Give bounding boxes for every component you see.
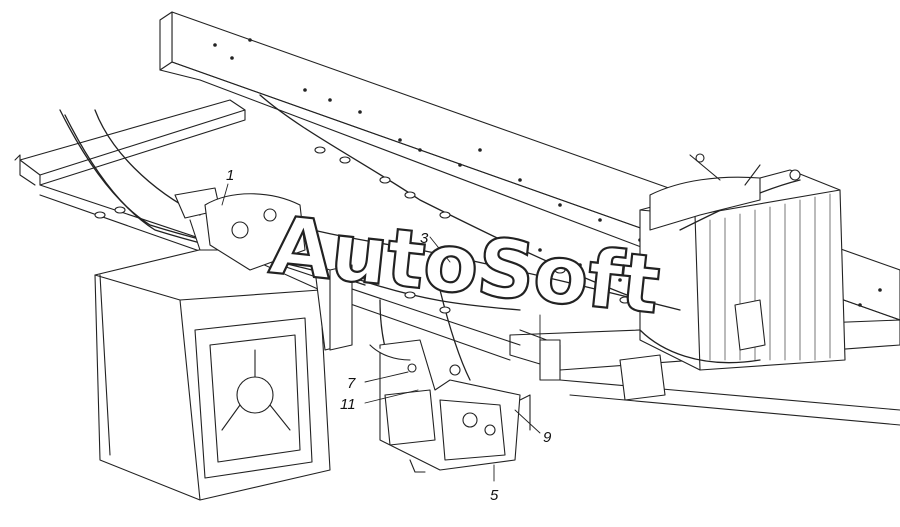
callout-5: 5 (490, 487, 499, 504)
callout-11: 11 (340, 396, 356, 413)
callout-3: 3 (420, 230, 429, 247)
front-cross-member (14, 99, 246, 186)
callout-9: 9 (543, 429, 552, 446)
callout-7: 7 (347, 375, 356, 392)
callout-labels: 1 3 7 11 9 5 (226, 167, 552, 504)
leader-lines (221, 183, 541, 482)
rear-valve-assembly (619, 153, 801, 401)
front-fuel-tank (94, 244, 331, 501)
line-clips (94, 146, 631, 314)
callout-1: 1 (226, 167, 234, 184)
pump-bracket-assembly (369, 339, 531, 473)
mounting-brackets (329, 264, 766, 381)
